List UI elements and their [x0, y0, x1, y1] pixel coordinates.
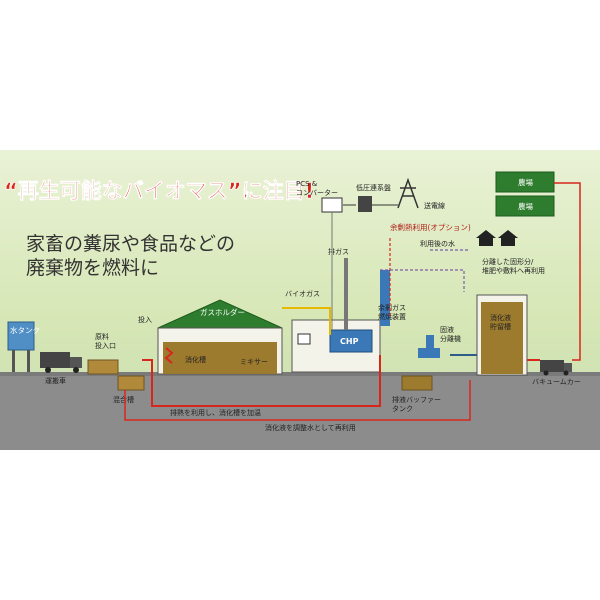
transport-truck-label: 運搬車 [45, 376, 66, 385]
separator-label: 固液分離機 [440, 325, 461, 343]
pipelines [124, 182, 581, 421]
gauge-icon [297, 333, 311, 345]
raw-inlet-label: 原料投入口 [95, 332, 116, 350]
raw-inlet [87, 359, 119, 375]
exhaust-gas-label: 排ガス [328, 247, 349, 256]
subtitle-line-2: 廃棄物を燃料に [26, 257, 159, 279]
buffer-tank [401, 375, 433, 391]
biogas-label: バイオガス [285, 289, 320, 298]
transport-truck-icon [40, 352, 82, 373]
digester-tank [163, 342, 277, 374]
vacuum-car-icon [540, 360, 572, 376]
water-tank-label: 水タンク [10, 325, 40, 335]
mixer-label: ミキサー [240, 358, 268, 366]
surplus-heat-label: 余剰熱利用(オプション) [390, 222, 471, 232]
biogas-system-diagram: “再生可能なバイオマス”に注目! 家畜の糞尿や食品などの 廃棄物を燃料に 水タン… [0, 150, 600, 450]
pcs-converter-box [321, 197, 343, 213]
low-voltage-board-label: 低圧連系盤 [356, 183, 391, 192]
headline: “再生可能なバイオマス”に注目! [4, 179, 314, 203]
mixing-tank [117, 375, 145, 391]
input-label: 投入 [138, 315, 152, 324]
surplus-gas-burner [380, 270, 390, 326]
transmission-tower-icon [397, 177, 419, 209]
heater-icon [164, 347, 174, 364]
low-voltage-board [358, 196, 372, 212]
buffer-tank-label: 排液バッファータンク [392, 395, 441, 413]
farm-2-label: 農場 [518, 201, 533, 211]
chp-unit [329, 329, 373, 353]
house-icon [476, 230, 518, 246]
waste-heat-label: 排熱を利用し、消化槽を加温 [170, 408, 261, 417]
used-water-label: 利用後の水 [420, 239, 455, 248]
pcs-label: PCS &コンバーター [296, 180, 338, 197]
digestate-storage-label: 消化液貯留槽 [490, 313, 511, 331]
mixing-tank-label: 混合槽 [113, 395, 134, 404]
water-tank [7, 321, 35, 351]
exhaust-stack [344, 258, 348, 330]
farm-1 [495, 171, 555, 193]
surplus-gas-label: 余剰ガス燃焼装置 [378, 303, 406, 321]
digester-label: 消化槽 [185, 355, 206, 364]
chp-label: CHP [340, 337, 359, 346]
separator-icon [418, 335, 440, 358]
transmission-line-label: 送電線 [424, 201, 445, 210]
separated-solids-label: 分離した固形分/堆肥や敷料へ再利用 [482, 257, 545, 275]
ground [0, 372, 600, 450]
subtitle-line-1: 家畜の糞尿や食品などの [26, 233, 235, 255]
vacuum-car-label: バキュームカー [532, 378, 581, 386]
digestate-reuse-label: 消化液を調整水として再利用 [265, 423, 356, 432]
gas-holder-label: ガスホルダー [200, 307, 245, 317]
farm-1-label: 農場 [518, 177, 533, 187]
farm-2 [495, 195, 555, 217]
